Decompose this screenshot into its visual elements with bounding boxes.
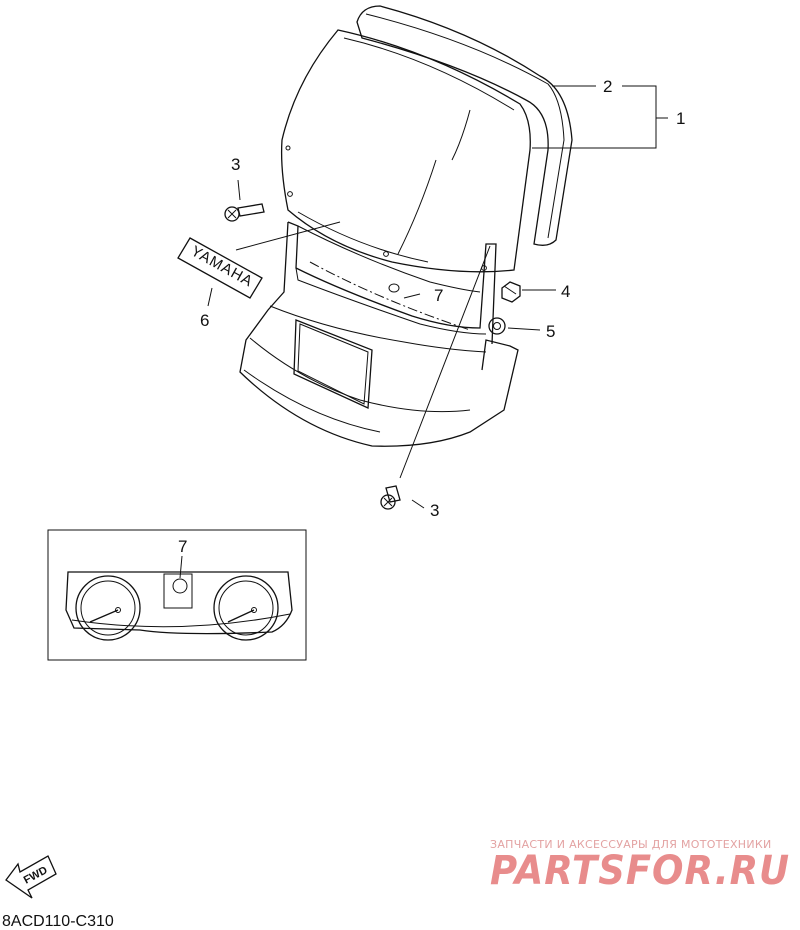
yamaha-decal: YAMAHA [177, 237, 263, 299]
callout-3-upper: 3 [231, 155, 240, 174]
watermark-tagline: ЗАПЧАСТИ И АКСЕССУАРЫ ДЛЯ МОТОТЕХНИКИ [490, 838, 772, 851]
callout-2: 2 [603, 77, 612, 96]
forward-arrow-icon: FWD [5, 855, 57, 899]
bolt-upper [224, 203, 265, 222]
diagram-code: 8ACD110-C310 [2, 913, 114, 930]
callout-1: 1 [676, 109, 685, 128]
callout-5: 5 [546, 322, 555, 341]
windshield [280, 29, 531, 273]
bolt-lower [380, 485, 401, 510]
front-cowling [239, 221, 519, 447]
leader-lines [207, 85, 668, 509]
watermark-brand: PARTSFOR.RU [490, 848, 790, 894]
decal-text: YAMAHA [188, 243, 256, 291]
callout-6: 6 [200, 311, 209, 330]
detail-inset [47, 529, 307, 661]
grommet [488, 317, 506, 335]
callout-7-inset: 7 [178, 537, 187, 556]
callout-4: 4 [561, 282, 570, 301]
windshield-seal [356, 5, 573, 246]
fwd-text: FWD [22, 864, 50, 886]
callout-3-lower: 3 [430, 501, 439, 520]
nut [501, 281, 521, 303]
callout-7-main: 7 [434, 286, 443, 305]
